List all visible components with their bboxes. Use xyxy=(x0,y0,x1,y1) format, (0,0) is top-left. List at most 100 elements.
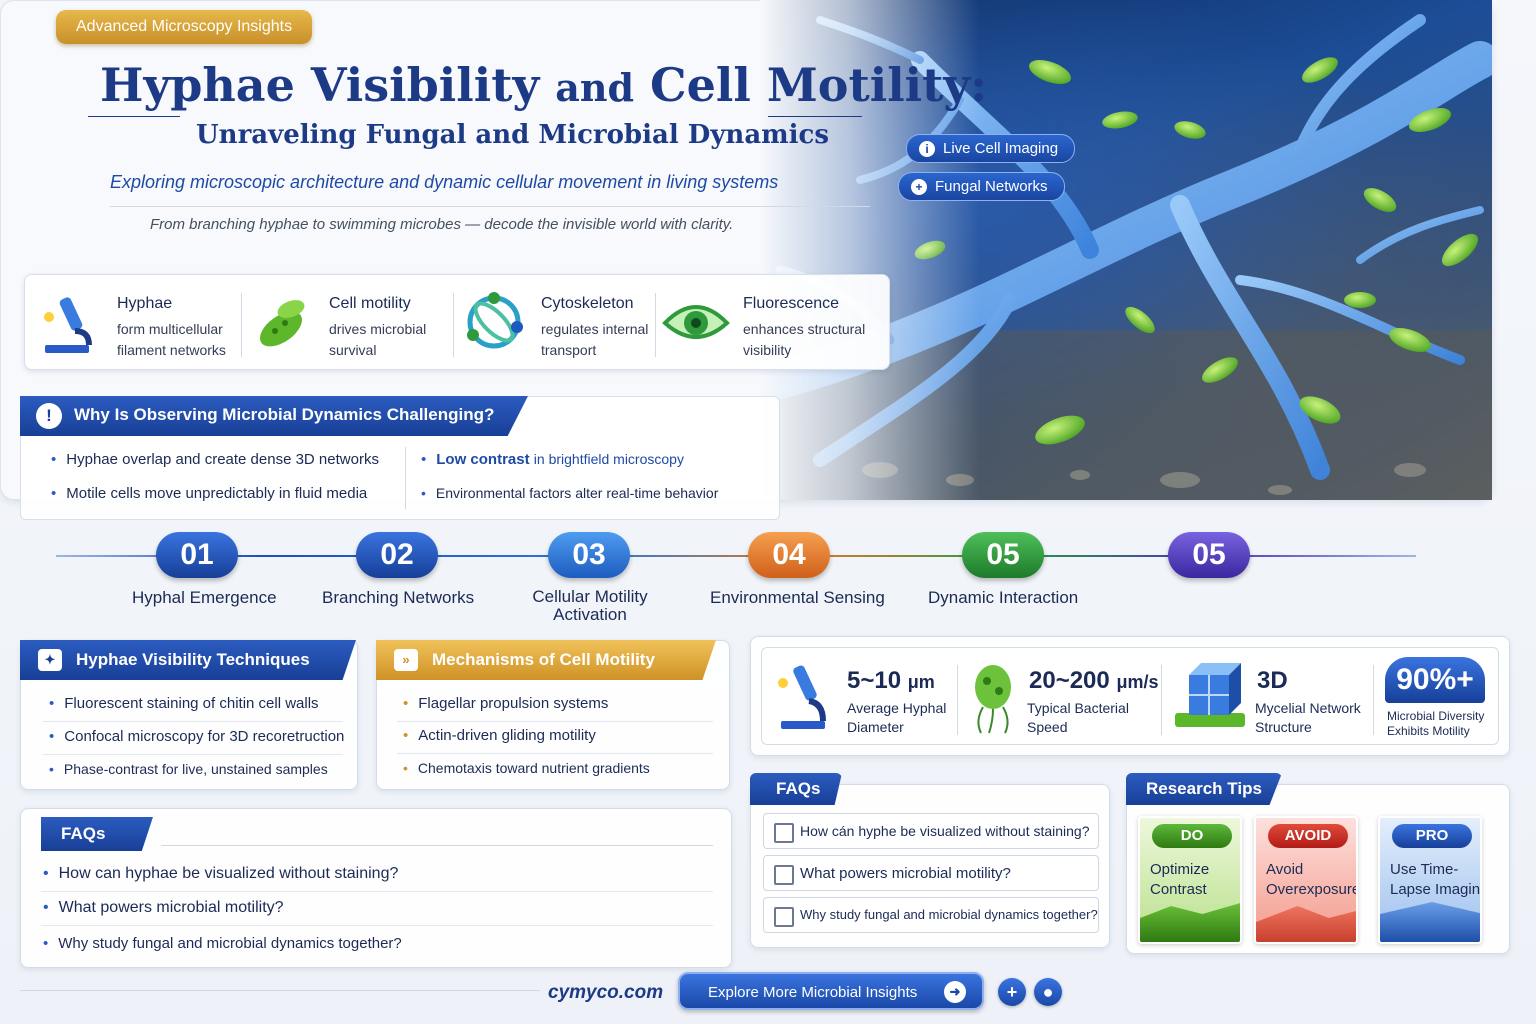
stats-panel: 5~10 μm Average Hyphal Diameter 20~200 μ… xyxy=(750,636,1510,756)
faq-divider xyxy=(41,925,713,926)
timeline-step-03[interactable]: 03 xyxy=(548,532,630,578)
tip-illustration xyxy=(1380,902,1480,942)
technique-divider xyxy=(43,754,343,755)
tip-text: Optimize Contrast xyxy=(1150,861,1210,898)
title-part-c: Cell Motility: xyxy=(650,58,988,112)
faq-question[interactable]: How can hyphae be visualized without sta… xyxy=(43,865,399,883)
feature-title: Fluorescence xyxy=(743,295,840,312)
challenge-divider xyxy=(405,447,406,509)
user-icon[interactable]: ● xyxy=(1034,978,1062,1006)
timeline-step-04[interactable]: 04 xyxy=(748,532,830,578)
mechanisms-heading-text: Mechanisms of Cell Motility xyxy=(432,650,655,669)
challenge-item-strong: Low contrast xyxy=(436,451,530,468)
stat-label: Mycelial Network Structure xyxy=(1255,700,1361,735)
research-tips-heading: Research Tips xyxy=(1126,773,1282,805)
timeline-label: Dynamic Interaction xyxy=(928,588,1079,607)
stat-value: 3D xyxy=(1257,667,1288,694)
feature-fluorescence: Fluorescence enhances structural visibil… xyxy=(661,287,881,361)
explore-button[interactable]: Explore More Microbial Insights ➜ xyxy=(678,972,984,1010)
timeline-step-06[interactable]: 05 xyxy=(1168,532,1250,578)
faq-rule xyxy=(161,845,713,846)
stat-value-badge: 90%+ xyxy=(1385,657,1485,703)
feature-text: drives microbial survival xyxy=(329,321,427,358)
stats-inner xyxy=(761,647,1499,745)
timeline-label: Branching Networks xyxy=(322,588,475,607)
technique-item: Fluorescent staining of chitin cell wall… xyxy=(49,695,318,712)
challenge-item: Environmental factors alter real-time be… xyxy=(421,485,718,501)
tip-pro[interactable]: PRO Use Time-Lapse Imaging xyxy=(1378,816,1482,944)
mechanism-divider xyxy=(397,721,713,722)
faq-checkbox-item[interactable]: What powers microbial motility? xyxy=(763,855,1099,891)
tip-do[interactable]: DO Optimize Contrast xyxy=(1138,816,1242,944)
add-button[interactable]: + xyxy=(998,978,1026,1006)
pill-label: Live Cell Imaging xyxy=(943,140,1059,157)
stat-divider xyxy=(1161,665,1162,735)
feature-row: Hyphae form multicellular filament netwo… xyxy=(24,274,890,370)
pill-fungal-networks[interactable]: +Fungal Networks xyxy=(898,172,1065,201)
stat-unit: μm/s xyxy=(1116,672,1159,692)
technique-item: Phase-contrast for live, unstained sampl… xyxy=(49,761,328,777)
mechanism-item: Actin-driven gliding motility xyxy=(403,727,596,744)
challenge-item: Hyphae overlap and create dense 3D netwo… xyxy=(51,451,379,468)
tip-tag: PRO xyxy=(1392,824,1472,848)
faq-checkbox-item[interactable]: Why study fungal and microbial dynamics … xyxy=(763,897,1099,933)
title-part-a: Hyphae Visibility xyxy=(100,58,540,112)
category-badge: Advanced Microscopy Insights xyxy=(56,10,313,44)
tagline-divider xyxy=(110,206,870,207)
challenge-heading-text: Why Is Observing Microbial Dynamics Chal… xyxy=(74,405,495,424)
faq-checkbox-item[interactable]: How cán hyphe be visualized without stai… xyxy=(763,813,1099,849)
faq-panel-right: FAQs How cán hyphe be visualized without… xyxy=(750,773,1110,948)
feature-title: Cytoskeleton xyxy=(541,295,634,312)
stat-divider xyxy=(957,665,958,735)
motility-icon: » xyxy=(394,649,418,671)
alert-icon: ! xyxy=(36,403,62,429)
tip-text: Avoid Overexposure xyxy=(1266,861,1358,898)
microscope-icon xyxy=(778,665,826,729)
timeline-step-02[interactable]: 02 xyxy=(356,532,438,578)
timeline-step-01[interactable]: 01 xyxy=(156,532,238,578)
info-icon: i xyxy=(919,141,935,157)
technique-divider xyxy=(43,721,343,722)
tip-illustration xyxy=(1256,906,1356,942)
feature-cytoskeleton: Cytoskeleton regulates internal transpor… xyxy=(459,287,669,361)
molecule-icon xyxy=(467,292,523,349)
tip-avoid[interactable]: AVOID Avoid Overexposure xyxy=(1254,816,1358,944)
tip-tag: DO xyxy=(1152,824,1232,848)
hero-note: From branching hyphae to swimming microb… xyxy=(150,216,734,233)
feature-title: Hyphae xyxy=(117,295,173,312)
mechanism-item: Flagellar propulsion systems xyxy=(403,695,608,712)
feature-cell-motility: Cell motility drives microbial survival xyxy=(247,287,457,361)
stat-value: 5~10 μm xyxy=(847,667,935,695)
challenge-panel: ! Why Is Observing Microbial Dynamics Ch… xyxy=(20,396,780,520)
feature-text: regulates internal transport xyxy=(541,321,649,358)
bacterium-flagella-icon xyxy=(975,665,1011,734)
timeline-label: Hyphal Emergence xyxy=(132,588,277,607)
faq-question[interactable]: What powers microbial motility? xyxy=(43,899,284,917)
stat-unit: μm xyxy=(907,672,935,692)
tip-text: Use Time-Lapse Imaging xyxy=(1390,861,1482,898)
mechanism-item: Chemotaxis toward nutrient gradients xyxy=(403,760,650,776)
page-subtitle: Unraveling Fungal and Microbial Dynamics xyxy=(196,120,830,150)
faq-heading: FAQs xyxy=(41,817,153,851)
tip-tag: AVOID xyxy=(1268,824,1348,848)
techniques-heading-text: Hyphae Visibility Techniques xyxy=(76,650,310,669)
add-user-icon: + xyxy=(911,179,927,195)
eye-icon xyxy=(662,305,730,339)
feature-divider xyxy=(453,293,454,357)
explore-button-label: Explore More Microbial Insights xyxy=(708,984,918,1001)
mechanism-divider xyxy=(397,753,713,754)
faq-question[interactable]: Why study fungal and microbial dynamics … xyxy=(43,935,402,952)
feature-text: form multicellular filament networks xyxy=(117,321,226,358)
pill-live-cell-imaging[interactable]: i Live Cell Imaging xyxy=(906,134,1076,163)
timeline-label: Cellular Motility Activation xyxy=(532,587,648,624)
mechanisms-panel: » Mechanisms of Cell Motility Flagellar … xyxy=(376,640,730,790)
stat-label: Average Hyphal Diameter xyxy=(847,700,947,735)
feature-divider xyxy=(655,293,656,357)
tip-illustration xyxy=(1140,902,1240,942)
timeline-step-05[interactable]: 05 xyxy=(962,532,1044,578)
microscope-icon xyxy=(44,297,92,353)
feature-divider xyxy=(241,293,242,357)
technique-item: Confocal microscopy for 3D recoretructio… xyxy=(49,728,344,745)
site-link[interactable]: cymyco.com xyxy=(548,982,664,1003)
timeline-label: Environmental Sensing xyxy=(710,588,885,607)
